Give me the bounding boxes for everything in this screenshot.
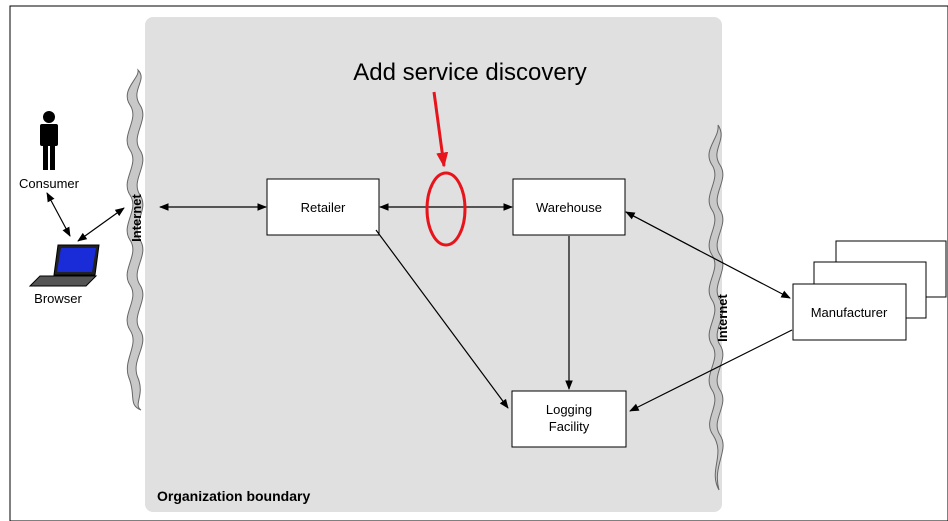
outer-frame: [9, 5, 948, 521]
retailer-label: Retailer: [301, 200, 346, 215]
arrow-icon: [699, 250, 791, 299]
arrow-icon: [625, 211, 701, 252]
browser-actor: Browser: [28, 244, 100, 306]
manufacturer-node: Manufacturer: [792, 240, 947, 341]
retailer-node: Retailer: [266, 178, 380, 236]
browser-label: Browser: [34, 291, 82, 306]
logging-label-line1: Logging: [546, 402, 592, 417]
callout-arrow-icon: [432, 91, 449, 168]
cloud-icon: [126, 68, 144, 411]
logging-facility-node: Logging Facility: [511, 390, 627, 448]
organization-boundary: [145, 17, 722, 512]
laptop-icon: [28, 244, 100, 287]
arrow-icon: [629, 329, 793, 412]
warehouse-label: Warehouse: [536, 200, 602, 215]
internet-cloud-right: Internet: [708, 124, 730, 491]
internet-cloud-left: Internet: [126, 68, 144, 411]
internet-label-right: Internet: [715, 293, 730, 341]
connectors: [46, 192, 793, 412]
person-icon: [40, 111, 58, 170]
organization-boundary-label: Organization boundary: [157, 488, 310, 504]
arrow-icon: [375, 229, 509, 409]
manufacturer-label: Manufacturer: [811, 305, 888, 320]
callout-text: Add service discovery: [353, 59, 586, 86]
warehouse-node: Warehouse: [512, 178, 626, 236]
logging-label-line2: Facility: [549, 419, 590, 434]
consumer-label: Consumer: [19, 176, 80, 191]
service-discovery-callout: Add service discovery: [353, 59, 587, 247]
consumer-actor: Consumer: [19, 111, 80, 191]
arrow-icon: [77, 207, 125, 242]
cloud-icon: [708, 124, 724, 491]
arrow-icon: [46, 192, 71, 237]
callout-ellipse: [425, 171, 467, 247]
internet-label-left: Internet: [129, 193, 144, 241]
